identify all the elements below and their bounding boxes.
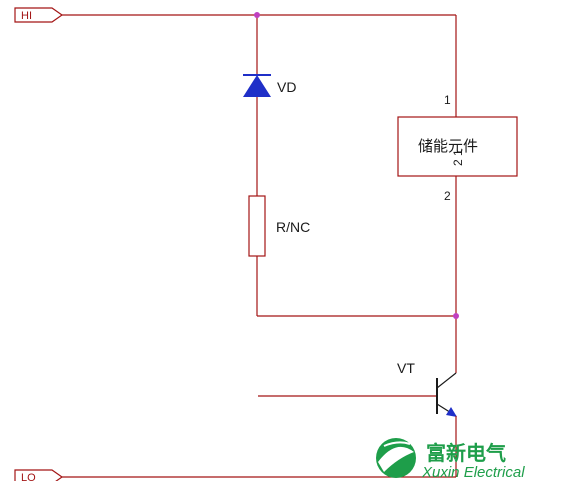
port-hi-label: HI bbox=[21, 10, 32, 22]
storage-body bbox=[397, 116, 518, 177]
resistor-rnc: R/NC bbox=[248, 195, 310, 257]
port-hi-shape bbox=[14, 7, 64, 23]
diode-label: VD bbox=[277, 79, 296, 95]
storage-pin-top: 1 bbox=[444, 93, 451, 107]
brand-en-text: Xuxin Electrical bbox=[421, 464, 525, 481]
port-hi: HI bbox=[14, 7, 64, 23]
port-lo-label: LO bbox=[21, 472, 36, 481]
transistor-vt: VT bbox=[258, 360, 457, 417]
brand-cn-text: 富新电气 bbox=[426, 441, 506, 465]
transistor-collector-lead bbox=[436, 372, 457, 389]
storage-inner-pins: 2 1 bbox=[451, 149, 465, 166]
diode-vd: VD bbox=[243, 74, 296, 97]
emitter-arrow-icon bbox=[446, 407, 457, 417]
storage-label: 储能元件 bbox=[418, 138, 478, 155]
diode-triangle bbox=[243, 75, 271, 97]
storage-element: 储能元件 1 2 2 1 bbox=[397, 93, 518, 203]
transistor-label: VT bbox=[397, 360, 415, 376]
resistor-body bbox=[248, 195, 266, 257]
storage-pin-bottom: 2 bbox=[444, 189, 451, 203]
leaf-logo-icon bbox=[376, 438, 416, 478]
brand-logo: 富新电气 Xuxin Electrical bbox=[376, 438, 525, 481]
port-lo: LO bbox=[14, 469, 64, 481]
junction-dot-middle bbox=[453, 313, 459, 319]
resistor-label: R/NC bbox=[276, 219, 310, 235]
junction-dot-top bbox=[254, 12, 260, 18]
